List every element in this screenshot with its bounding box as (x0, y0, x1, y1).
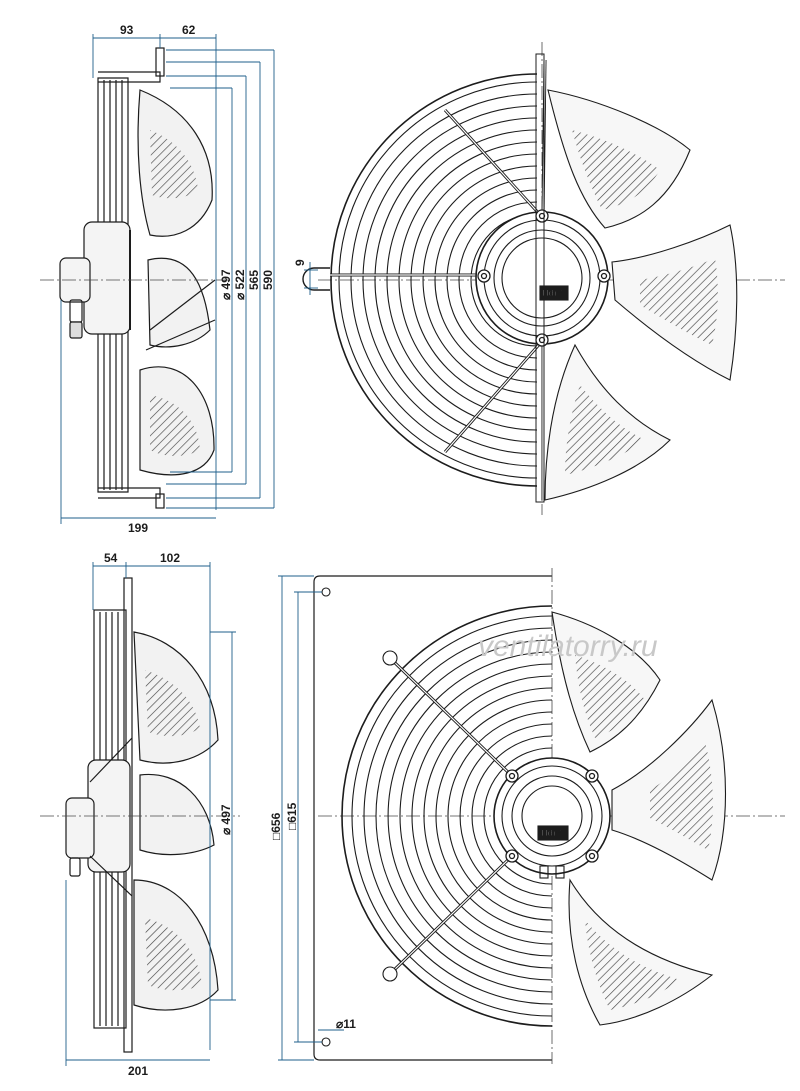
top-front-brand-plate: Hdr/’ (542, 288, 563, 298)
plate-hole-bottom (321, 1037, 331, 1047)
top-front-view: Hdr/’ (302, 42, 785, 515)
bottom-side-dimensions (65, 562, 236, 1066)
bottom-side-view (40, 577, 240, 1053)
top-front-bolts (477, 209, 611, 347)
top-side-hatching (150, 130, 200, 456)
plate-outer-label: □656 (269, 812, 283, 840)
top-diameter-2-label: ⌀ 522 (233, 269, 247, 300)
hole-diameter-label: ⌀11 (336, 1017, 356, 1031)
bottom-front-brand-plate: Hdr/’ (541, 828, 562, 838)
plate-inner-label: □615 (285, 802, 299, 830)
top-side-blades (137, 89, 216, 476)
bottom-front-blade-hatching (575, 655, 713, 1010)
bottom-diameter-label: ⌀ 497 (219, 804, 233, 835)
bottom-depth-label: 201 (128, 1064, 148, 1078)
top-side-dimensions (60, 34, 275, 524)
top-lug-height-label: 9 (293, 259, 307, 266)
bottom-front-bolts (505, 769, 599, 863)
top-side-view (40, 47, 230, 509)
top-depth-label: 199 (128, 521, 148, 535)
top-front-lug-dimension (304, 262, 318, 295)
bottom-width-right-label: 102 (160, 551, 180, 565)
plate-hole-top (321, 587, 331, 597)
bottom-front-view: Hdr/’ (313, 568, 785, 1064)
bottom-width-left-label: 54 (104, 551, 118, 565)
top-width-right-label: 62 (182, 23, 196, 37)
bottom-front-guard-rings (341, 605, 553, 1027)
top-front-blade-hatching (565, 130, 718, 475)
bottom-front-dimensions (278, 575, 344, 1061)
top-diameter-3-label: 565 (247, 270, 261, 290)
top-diameter-1-label: ⌀ 497 (219, 269, 233, 300)
top-width-left-label: 93 (120, 23, 134, 37)
bottom-side-hatching (145, 670, 202, 991)
watermark-text: ventilatorry.ru (478, 630, 658, 663)
top-diameter-4-label: 590 (261, 270, 275, 290)
